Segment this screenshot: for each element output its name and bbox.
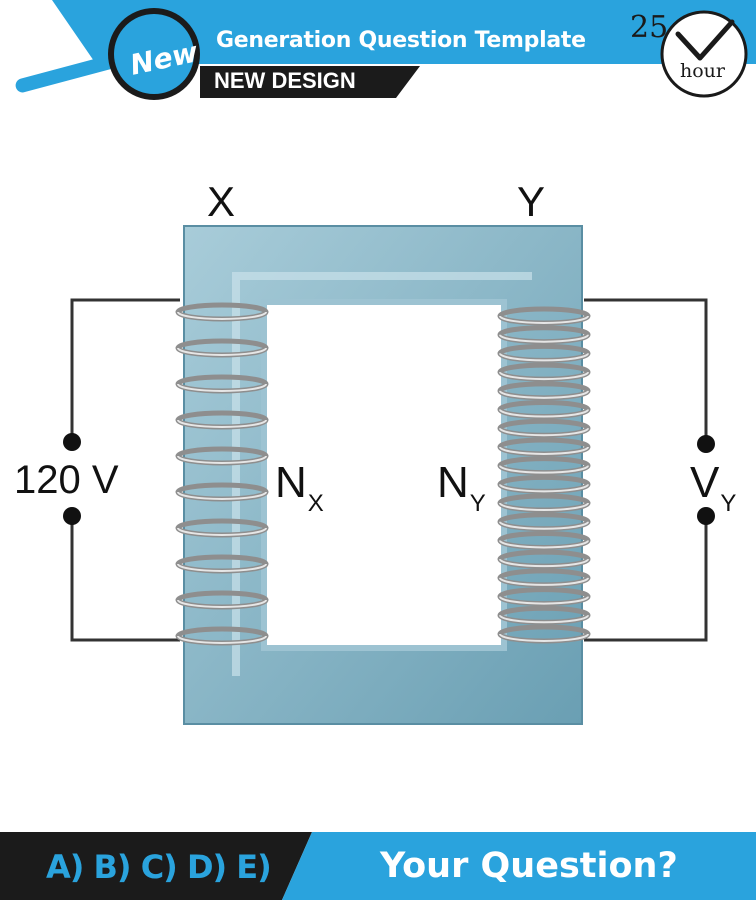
- header-subtitle: NEW DESIGN: [214, 68, 356, 93]
- left-wire-top: [70, 298, 180, 440]
- checkmark-icon: [675, 19, 735, 61]
- footer-banner: [0, 832, 756, 900]
- secondary-coil: [497, 306, 591, 644]
- coil-highlight: [499, 484, 589, 493]
- coil-highlight: [499, 371, 589, 381]
- coil-highlight: [177, 563, 267, 572]
- secondary-turns-base: N: [437, 458, 469, 507]
- input-voltage-label: 120 V: [14, 458, 119, 502]
- clock-unit: hour: [680, 60, 725, 82]
- coil-highlight: [499, 315, 589, 324]
- header-title: Generation Question Template: [216, 28, 586, 53]
- coil-highlight: [177, 347, 267, 356]
- coil-highlight: [177, 383, 267, 392]
- left-wire-bottom: [70, 516, 180, 642]
- secondary-turns-sub: Y: [469, 490, 486, 517]
- coil-highlight: [177, 527, 267, 536]
- primary-coil: [175, 302, 269, 646]
- answer-options: A) B) C) D) E): [46, 848, 272, 886]
- coil-highlight: [499, 334, 589, 343]
- coil-highlight: [177, 599, 267, 608]
- output-voltage-label: VY: [690, 458, 736, 518]
- right-wire-top: [584, 298, 708, 442]
- coil-highlight: [177, 455, 267, 464]
- coil-highlight: [499, 465, 589, 474]
- coil-highlight: [499, 409, 589, 418]
- output-voltage-base: V: [690, 458, 720, 507]
- coil-highlight: [499, 633, 589, 642]
- primary-turns-label: NX: [275, 458, 324, 518]
- coil-highlight: [499, 558, 589, 568]
- coil-highlight: [499, 390, 589, 399]
- coil-highlight: [499, 446, 589, 455]
- coil-highlight: [499, 577, 589, 586]
- coil-highlight: [499, 540, 589, 549]
- primary-turns-base: N: [275, 458, 307, 507]
- clock-number: 25: [630, 10, 669, 45]
- coil-highlight: [499, 596, 589, 605]
- coil-highlight: [499, 614, 589, 624]
- coil-highlight: [177, 491, 267, 500]
- coil-highlight: [177, 635, 267, 644]
- terminal-left-bottom: [63, 507, 81, 525]
- coil-highlight: [499, 521, 589, 530]
- coil-highlight: [499, 502, 589, 512]
- right-wire-bottom: [584, 516, 708, 642]
- coil-highlight: [177, 311, 267, 320]
- clock-icon: [660, 10, 748, 98]
- coil-x-label: X: [207, 178, 236, 225]
- primary-turns-sub: X: [307, 490, 324, 517]
- terminal-right-bottom: [697, 507, 715, 525]
- coil-y-label: Y: [517, 178, 546, 225]
- output-voltage-sub: Y: [720, 490, 737, 517]
- terminal-left-top: [63, 433, 81, 451]
- secondary-turns-label: NY: [437, 458, 486, 518]
- coil-highlight: [177, 419, 267, 428]
- coil-highlight: [499, 427, 589, 437]
- coil-highlight: [499, 353, 589, 362]
- header-banner: [0, 0, 756, 100]
- terminal-right-top: [697, 435, 715, 453]
- question-prompt: Your Question?: [380, 846, 678, 886]
